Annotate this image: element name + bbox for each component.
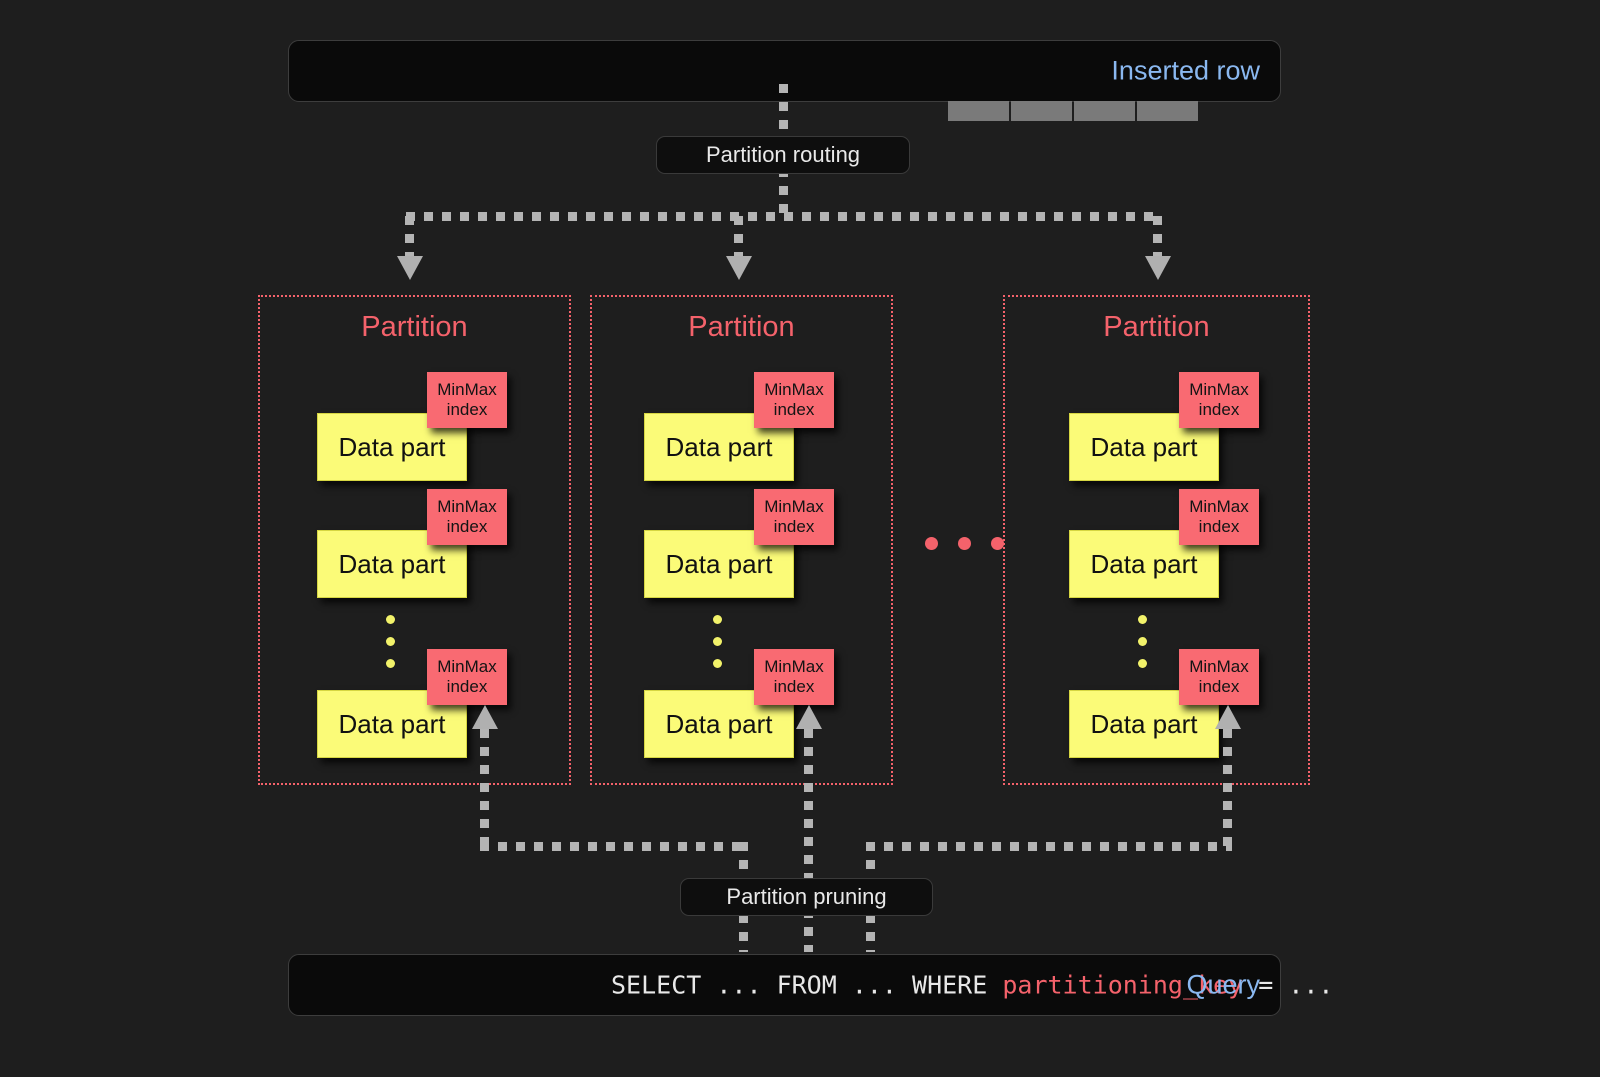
- ellipsis-dot: [925, 537, 938, 550]
- routing-branch-3: [1153, 216, 1162, 262]
- data-part-ellipsis: [713, 615, 722, 681]
- pruning-stem-2: [804, 729, 813, 952]
- data-part: Data part: [317, 690, 467, 758]
- sql-column: partitioning_key: [1002, 970, 1244, 1000]
- query-bar: SELECT ... FROM ... WHERE partitioning_k…: [288, 954, 1333, 1016]
- partition-pruning-label: Partition pruning: [726, 884, 887, 909]
- minmax-line-2: index: [1198, 517, 1240, 536]
- minmax-index: MinMax index: [427, 649, 507, 705]
- data-part: Data part: [317, 413, 467, 481]
- minmax-line-1: MinMax: [1189, 497, 1249, 516]
- row-cell: [948, 101, 1009, 121]
- inserted-row-bar: Inserted row: [288, 40, 1281, 121]
- query-label: Query: [1186, 969, 1260, 1000]
- partition-ellipsis: [925, 537, 1004, 550]
- inserted-row-label: Inserted row: [1111, 55, 1260, 86]
- minmax-line-2: index: [1198, 677, 1240, 696]
- minmax-line-1: MinMax: [437, 380, 497, 399]
- minmax-index: MinMax index: [1179, 372, 1259, 428]
- minmax-line-2: index: [773, 400, 815, 419]
- minmax-index: MinMax index: [1179, 489, 1259, 545]
- data-part: Data part: [1069, 690, 1219, 758]
- minmax-index: MinMax index: [754, 489, 834, 545]
- minmax-index: MinMax index: [1179, 649, 1259, 705]
- partition-title: Partition: [1103, 311, 1210, 343]
- data-part-ellipsis: [1138, 615, 1147, 681]
- minmax-line-1: MinMax: [1189, 657, 1249, 676]
- minmax-line-2: index: [1198, 400, 1240, 419]
- minmax-line-1: MinMax: [437, 497, 497, 516]
- connector-row-to-routing: [779, 84, 788, 140]
- row-cell: [1011, 101, 1072, 121]
- partition-3: Partition Data part MinMax index Data pa…: [1003, 295, 1310, 785]
- partition-routing-pill[interactable]: Partition routing: [656, 136, 910, 174]
- partition-routing-label: Partition routing: [705, 142, 861, 167]
- ellipsis-dot: [991, 537, 1004, 550]
- ellipsis-dot: [958, 537, 971, 550]
- minmax-line-1: MinMax: [1189, 380, 1249, 399]
- row-cell: [1074, 101, 1135, 121]
- pruning-arrow-2: [796, 705, 822, 729]
- routing-arrow-1: [397, 256, 423, 280]
- minmax-line-1: MinMax: [764, 497, 824, 516]
- connector-routing-to-bus: [779, 168, 788, 218]
- partition-pruning-pill[interactable]: Partition pruning: [680, 878, 933, 916]
- minmax-index: MinMax index: [427, 372, 507, 428]
- sql-query-text: SELECT ... FROM ... WHERE partitioning_k…: [611, 971, 1333, 1000]
- minmax-index: MinMax index: [754, 372, 834, 428]
- data-part-ellipsis: [386, 615, 395, 681]
- partition-title: Partition: [361, 311, 468, 343]
- partition-1: Partition Data part MinMax index Data pa…: [258, 295, 571, 785]
- minmax-line-2: index: [446, 517, 488, 536]
- minmax-line-2: index: [446, 400, 488, 419]
- sql-prefix: SELECT ... FROM ... WHERE: [611, 970, 1003, 1000]
- minmax-index: MinMax index: [427, 489, 507, 545]
- row-cell: [1137, 101, 1198, 121]
- minmax-line-1: MinMax: [764, 657, 824, 676]
- sql-suffix: = ...: [1243, 970, 1334, 1000]
- minmax-line-2: index: [773, 677, 815, 696]
- inserted-row-cells: [948, 101, 1198, 121]
- partition-title: Partition: [688, 311, 795, 343]
- routing-arrow-2: [726, 256, 752, 280]
- routing-bus: [406, 212, 1158, 221]
- pruning-arrow-1: [472, 705, 498, 729]
- minmax-line-2: index: [446, 677, 488, 696]
- routing-branch-2: [734, 216, 743, 262]
- minmax-index: MinMax index: [754, 649, 834, 705]
- minmax-line-1: MinMax: [764, 380, 824, 399]
- routing-arrow-3: [1145, 256, 1171, 280]
- minmax-line-1: MinMax: [437, 657, 497, 676]
- pruning-elbow-1: [480, 842, 748, 851]
- pruning-elbow-3: [866, 842, 1232, 851]
- minmax-line-2: index: [773, 517, 815, 536]
- routing-branch-1: [405, 216, 414, 262]
- pruning-stem-3: [1223, 729, 1232, 847]
- pruning-stem-1: [480, 729, 489, 847]
- pruning-arrow-3: [1215, 705, 1241, 729]
- partition-2: Partition Data part MinMax index Data pa…: [590, 295, 893, 785]
